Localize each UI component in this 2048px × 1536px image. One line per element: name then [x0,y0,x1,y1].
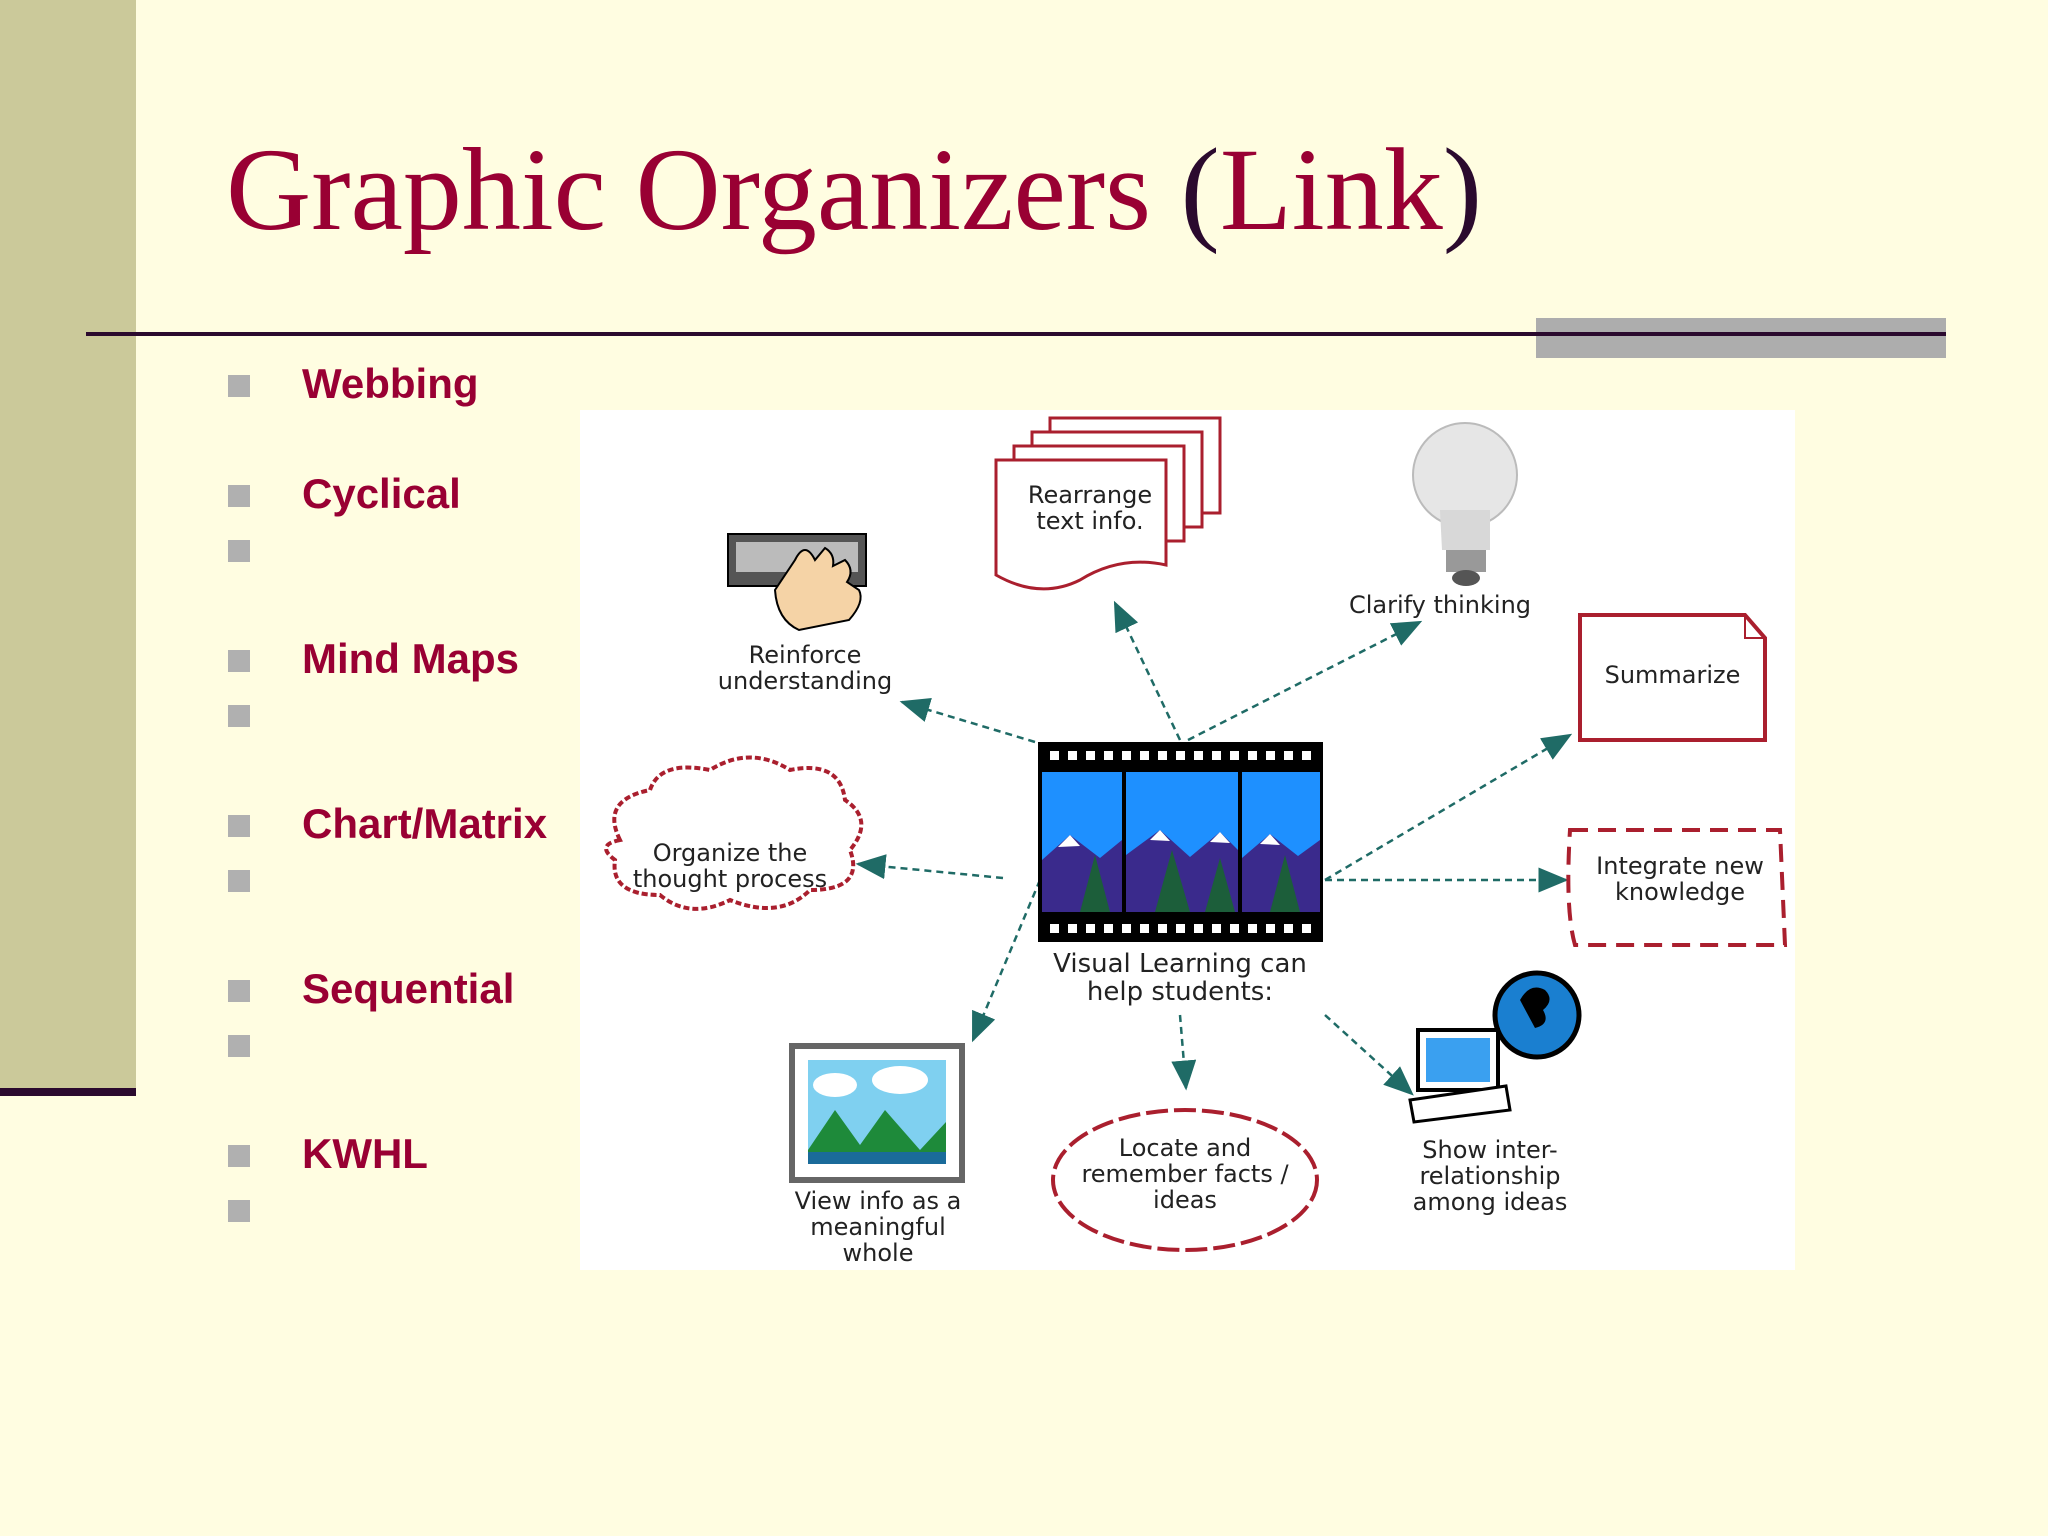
list-item: Sequential [228,965,588,1025]
diagram-graphics [604,416,1788,1252]
list-item: Webbing [228,360,588,420]
bullet-label: Mind Maps [302,635,519,682]
bullet-square-icon [228,1035,250,1057]
bullet-label: Sequential [302,965,515,1012]
summarize-document-icon [1578,613,1767,742]
bullet-label: KWHL [302,1130,428,1177]
diagram-arrows [855,600,1573,1096]
list-item: KWHL [228,1130,588,1190]
list-item [228,1020,588,1080]
bullet-label: Webbing [302,360,479,407]
film-strip-icon [1038,742,1323,942]
keyboard-hand-icon [727,533,867,632]
title-link[interactable]: Link [1219,124,1443,255]
title-close-paren: ) [1442,124,1483,255]
bullet-list: Webbing Cyclical Mind Maps Chart/Matrix … [228,360,588,1240]
center-label: Visual Learning can help students: [1053,949,1307,1007]
node-label-locate: Locate and remember facts / ideas [1081,1134,1289,1214]
light-bulb-icon [1412,422,1518,586]
list-item [228,1185,588,1245]
title-open-paren: ( [1180,124,1220,255]
list-item [228,525,588,585]
node-label-organize: Organize the thought process [632,839,828,893]
title-rule-overlay [1536,332,1946,336]
thought-cloud-icon [604,755,864,911]
list-item: Mind Maps [228,635,588,695]
list-item [228,855,588,915]
bullet-square-icon [228,375,250,397]
bullet-square-icon [228,1145,250,1167]
node-label-rearrange: Rearrange text info. [1027,481,1153,535]
node-label-integrate: Integrate new knowledge [1596,852,1764,906]
visual-learning-diagram: Visual Learning can help students: Reinf… [580,410,1795,1270]
integrate-banner-icon [1566,828,1788,947]
side-accent-edge [0,1088,136,1096]
landscape-picture-icon [789,1043,965,1183]
bullet-square-icon [228,540,250,562]
list-item [228,690,588,750]
stacked-pages-icon [994,416,1222,591]
bullet-square-icon [228,980,250,1002]
node-label-clarify: Clarify thinking [1348,591,1532,619]
bullet-square-icon [228,870,250,892]
title-rule [86,332,1946,336]
list-item: Cyclical [228,470,588,530]
bullet-square-icon [228,815,250,837]
bullet-square-icon [228,1200,250,1222]
bullet-square-icon [228,485,250,507]
bullet-square-icon [228,650,250,672]
globe-laptop-icon [1408,970,1582,1124]
bullet-label: Chart/Matrix [302,800,548,847]
node-label-show: Show inter- relationship among ideas [1412,1136,1568,1216]
locate-oval-icon [1051,1108,1319,1252]
bullet-label: Cyclical [302,470,461,517]
list-item: Chart/Matrix [228,800,588,860]
bullet-square-icon [228,705,250,727]
title-rule-accent [1536,318,1946,358]
side-accent-bar [0,0,136,1088]
slide-title: Graphic Organizers (Link) [226,125,1482,255]
title-main: Graphic Organizers [226,124,1181,255]
node-label-view: View info as a meaningful whole [794,1187,962,1267]
node-label-reinforce: Reinforce understanding [717,641,893,695]
node-label-summarize: Summarize [1604,661,1741,689]
